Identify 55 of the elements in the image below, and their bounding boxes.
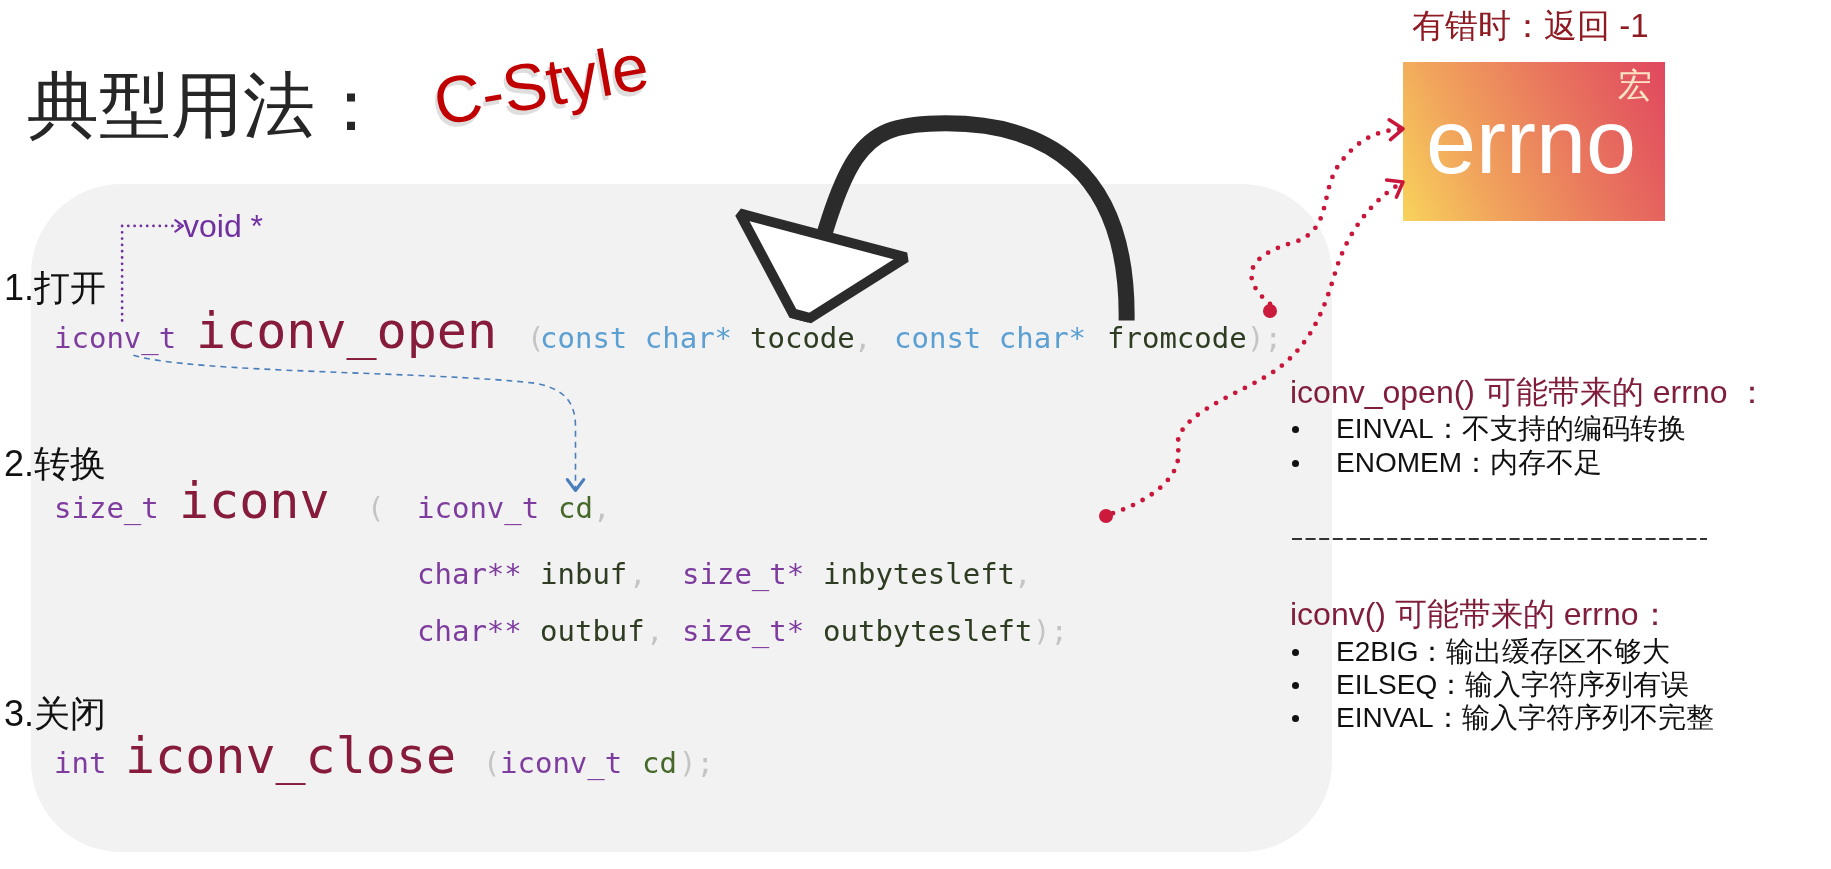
list-item: EINVAL：输入字符序列不完整 bbox=[1336, 702, 1714, 735]
list-heading: iconv() 可能带来的 errno： bbox=[1290, 594, 1671, 634]
dot-icon bbox=[1099, 509, 1113, 523]
punctuation: ); bbox=[679, 745, 714, 781]
list-item: EILSEQ：输入字符序列有误 bbox=[1336, 669, 1690, 702]
dashed-arrow bbox=[132, 354, 586, 492]
list-item: ENOMEM：内存不足 bbox=[1336, 447, 1602, 480]
parameter-name: outbytesleft bbox=[823, 613, 1033, 649]
type-name: iconv_t bbox=[500, 745, 623, 781]
type-name: char** bbox=[417, 613, 522, 649]
type-annotation: void * bbox=[183, 206, 264, 246]
list-heading: iconv_open() 可能带来的 errno ： bbox=[1290, 372, 1769, 412]
punctuation: ( bbox=[367, 490, 385, 526]
punctuation: ( bbox=[483, 745, 501, 781]
type-name: iconv_t bbox=[417, 490, 540, 526]
type-name: size_t* bbox=[682, 556, 805, 592]
type-name: const char* bbox=[540, 320, 733, 356]
list-item: EINVAL：不支持的编码转换 bbox=[1336, 413, 1686, 446]
parameter-name: cd bbox=[642, 745, 677, 781]
type-name: size_t* bbox=[682, 613, 805, 649]
parameter-name: tocode bbox=[750, 320, 855, 356]
dotted-arrow bbox=[120, 219, 185, 322]
punctuation: , bbox=[854, 320, 872, 356]
corner-label: 宏 bbox=[1618, 68, 1652, 103]
function-name: iconv_close bbox=[125, 725, 457, 786]
type-name: size_t bbox=[54, 490, 159, 526]
function-name: iconv bbox=[179, 470, 330, 531]
parameter-name: inbuf bbox=[540, 556, 628, 592]
parameter-name: cd bbox=[558, 490, 593, 526]
type-name: char** bbox=[417, 556, 522, 592]
list-item: E2BIG：输出缓存区不够大 bbox=[1336, 636, 1671, 669]
dot-icon bbox=[1263, 304, 1277, 318]
type-name: iconv_t bbox=[54, 320, 177, 356]
parameter-name: inbytesleft bbox=[823, 556, 1016, 592]
punctuation: ); bbox=[1033, 613, 1068, 649]
parameter-name: outbuf bbox=[540, 613, 645, 649]
note-text: 有错时：返回 -1 bbox=[1412, 5, 1649, 46]
type-name: const char* bbox=[894, 320, 1087, 356]
type-name: int bbox=[54, 745, 107, 781]
function-name: iconv_open bbox=[196, 300, 498, 361]
punctuation: , bbox=[1014, 556, 1032, 592]
highlight-box bbox=[1403, 62, 1665, 221]
punctuation: , bbox=[646, 613, 664, 649]
punctuation: , bbox=[593, 490, 611, 526]
dotted-arrow bbox=[1249, 118, 1406, 307]
slanted-subtitle: C-Style bbox=[427, 27, 655, 141]
punctuation: , bbox=[629, 556, 647, 592]
parameter-name: fromcode bbox=[1107, 320, 1247, 356]
dotted-arrow bbox=[1110, 178, 1406, 516]
step-heading: 1.打开 bbox=[4, 265, 107, 310]
step-heading: 3.关闭 bbox=[4, 691, 107, 736]
step-heading: 2.转换 bbox=[4, 441, 107, 486]
box-title: errno bbox=[1426, 109, 1637, 177]
page-title: 典型用法： bbox=[27, 63, 387, 147]
punctuation: ); bbox=[1247, 320, 1282, 356]
